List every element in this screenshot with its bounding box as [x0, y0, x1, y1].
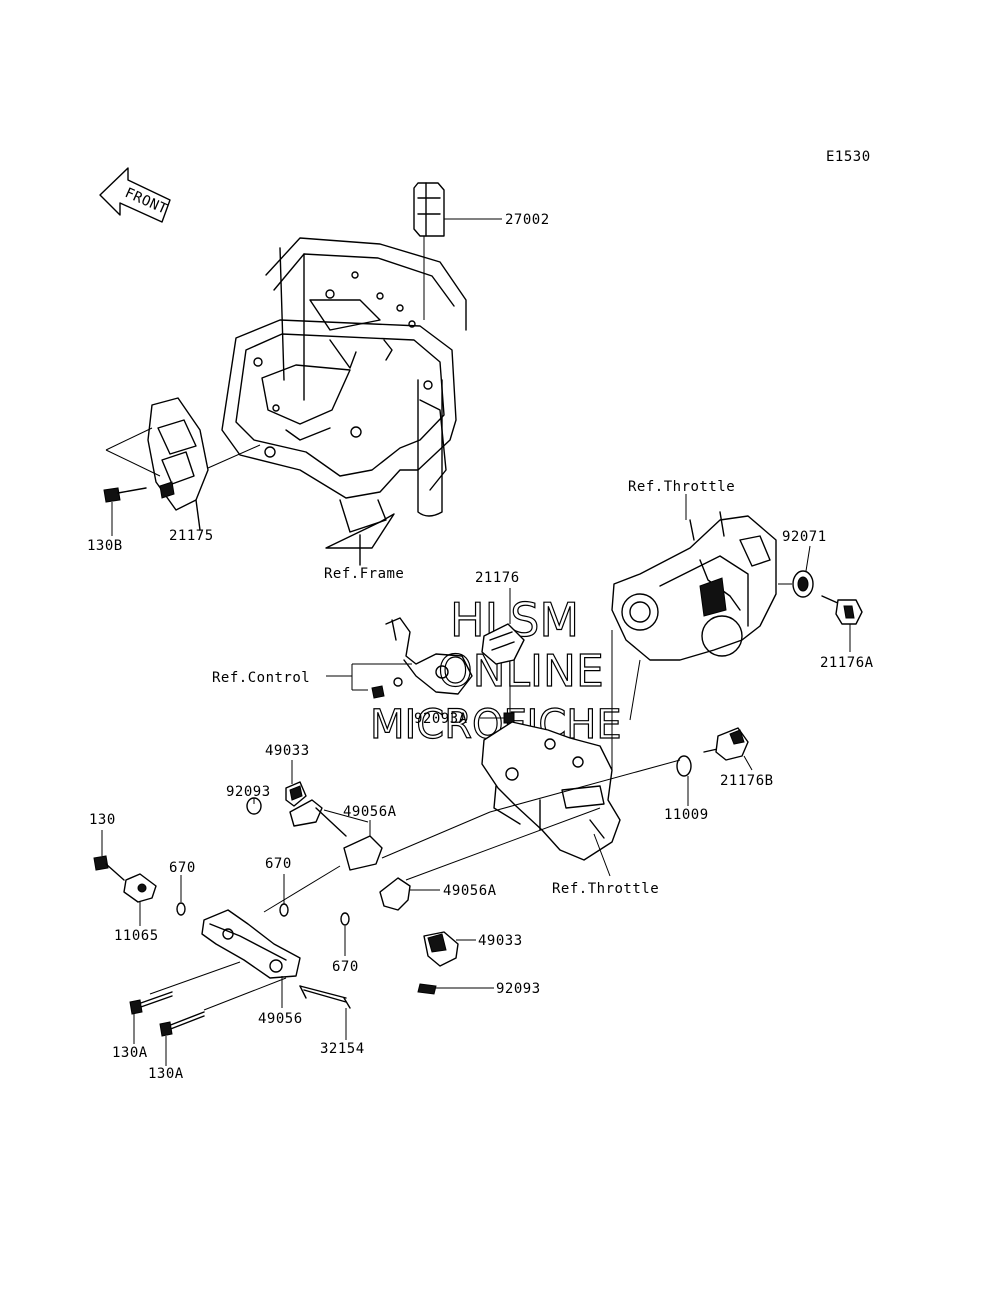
label-11009: 11009 — [664, 807, 709, 823]
grommet-92071[interactable] — [778, 545, 814, 598]
label-ref-frame: Ref.Frame — [324, 566, 404, 582]
label-130A-b: 130A — [148, 1066, 184, 1082]
label-49056: 49056 — [258, 1011, 303, 1027]
label-21175: 21175 — [169, 528, 214, 544]
control-bracket[interactable] — [326, 617, 473, 699]
label-49056A-mid: 49056A — [443, 883, 497, 899]
label-49056A-top: 49056A — [343, 804, 397, 820]
connector-27002[interactable] — [413, 182, 502, 320]
label-ref-throttle-bottom: Ref.Throttle — [552, 881, 659, 897]
label-130B: 130B — [87, 538, 123, 554]
sensor-21176A[interactable] — [821, 595, 863, 652]
label-49033-bottom: 49033 — [478, 933, 523, 949]
label-92093-top: 92093 — [226, 784, 271, 800]
label-32154: 32154 — [320, 1041, 365, 1057]
label-ref-control: Ref.Control — [212, 670, 310, 686]
bolt-130B[interactable] — [103, 487, 147, 536]
diagram-code: E1530 — [826, 149, 871, 165]
oring-11009[interactable] — [676, 755, 692, 806]
label-92093A: 92093A — [414, 711, 468, 727]
sensor-21176B[interactable] — [703, 727, 753, 771]
ecu-21175[interactable] — [105, 397, 261, 531]
label-670-b: 670 — [265, 856, 292, 872]
label-49033-top: 49033 — [265, 743, 310, 759]
label-92071: 92071 — [782, 529, 827, 545]
intake-manifold[interactable] — [481, 721, 621, 877]
label-27002: 27002 — [505, 212, 550, 228]
front-arrow-icon: FRONT — [99, 167, 171, 223]
sensor-21176[interactable] — [481, 588, 525, 715]
label-130A-a: 130A — [112, 1045, 148, 1061]
part-92093A[interactable] — [480, 712, 515, 724]
label-21176: 21176 — [475, 570, 520, 586]
frame-assembly[interactable] — [221, 237, 467, 566]
label-670-a: 670 — [169, 860, 196, 876]
watermark: HLSM ONLINE MICROFICHE — [369, 592, 622, 748]
label-11065: 11065 — [114, 928, 159, 944]
fuel-rail-assembly[interactable] — [93, 759, 681, 1066]
label-130: 130 — [89, 812, 116, 828]
label-21176B: 21176B — [720, 773, 774, 789]
label-21176A: 21176A — [820, 655, 874, 671]
label-670-c: 670 — [332, 959, 359, 975]
label-ref-throttle-top: Ref.Throttle — [628, 479, 735, 495]
throttle-body[interactable] — [604, 494, 777, 771]
watermark-line-2: ONLINE — [438, 646, 604, 697]
label-92093-bottom: 92093 — [496, 981, 541, 997]
